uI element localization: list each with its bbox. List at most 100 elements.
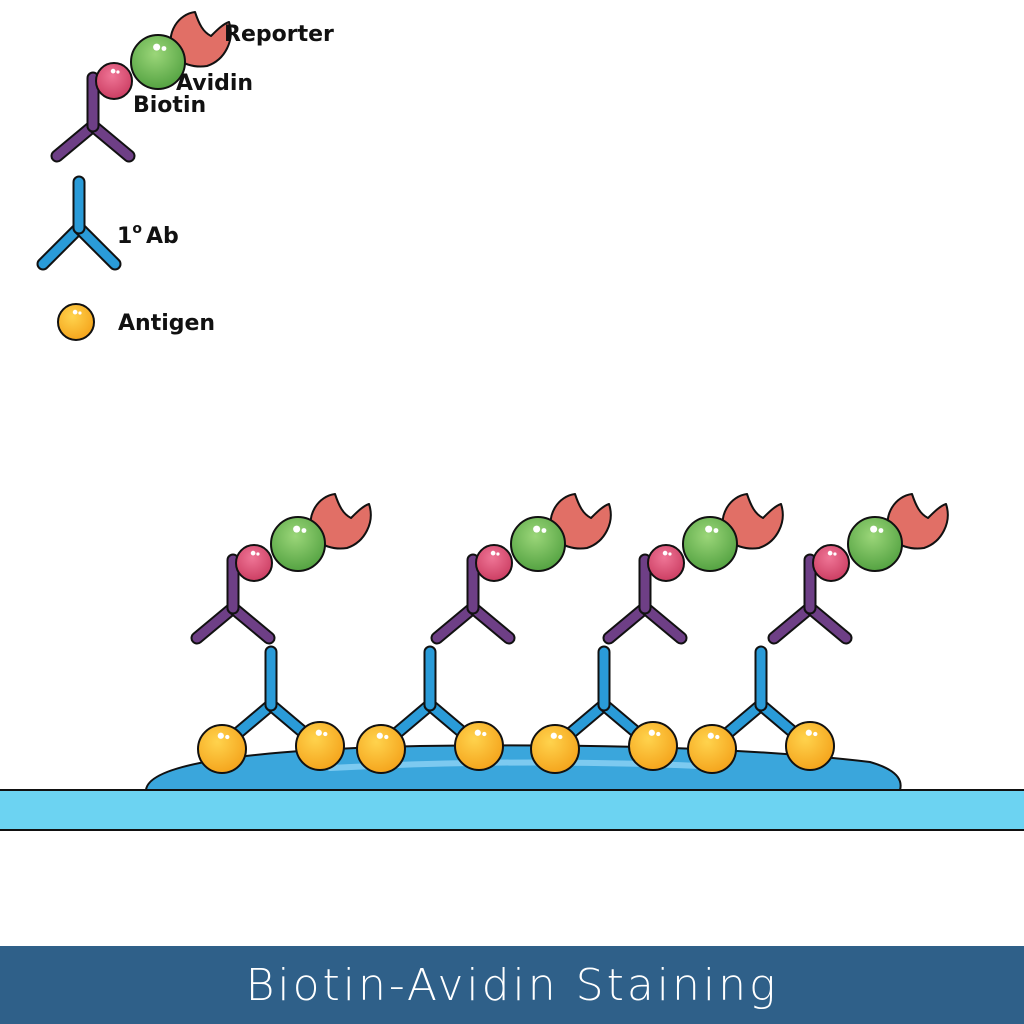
biotin-sphere-shine xyxy=(256,552,260,556)
reporter-enzyme xyxy=(169,11,232,68)
antigen-sphere-body xyxy=(295,721,345,771)
antigen-sphere-shine xyxy=(482,731,487,737)
antigen-sphere-shine xyxy=(315,729,322,736)
antigen-sphere xyxy=(785,721,835,771)
biotin-sphere xyxy=(475,544,513,582)
avidin-sphere-body xyxy=(847,516,903,572)
antigen-sphere-shine xyxy=(648,729,655,736)
avidin-sphere-shine xyxy=(301,528,307,533)
legend-primary-ab-suffix: Ab xyxy=(146,224,179,249)
antigen-sphere xyxy=(356,724,406,774)
legend-antigen-sphere-body xyxy=(57,303,95,341)
antigen-sphere-shine xyxy=(225,734,230,740)
antigen-sphere-shine xyxy=(707,732,714,739)
avidin-sphere-shine xyxy=(293,525,301,533)
biotin-sphere-shine xyxy=(490,550,496,556)
antibody-chain xyxy=(432,603,478,643)
biotin-sphere-body xyxy=(235,544,273,582)
antibody-chain xyxy=(604,603,650,643)
antigen-sphere-shine xyxy=(376,732,383,739)
biotin-sphere-shine xyxy=(116,70,120,74)
antigen-sphere-shine xyxy=(550,732,557,739)
antigen-sphere-shine xyxy=(805,729,812,736)
biotin-sphere-shine xyxy=(110,68,116,74)
antigen-sphere-shine xyxy=(813,731,818,737)
biotin-sphere xyxy=(812,544,850,582)
antibody-chain xyxy=(468,603,514,643)
legend-antigen-label: Antigen xyxy=(118,311,215,336)
staining-unit-3 xyxy=(530,493,784,774)
avidin-sphere xyxy=(130,34,186,90)
antibody-chain xyxy=(228,603,274,643)
legend-biotin-label: Biotin xyxy=(133,93,206,118)
reporter-enzyme xyxy=(886,493,949,550)
avidin-sphere-shine xyxy=(870,525,878,533)
footer-title: Biotin-Avidin Staining xyxy=(245,959,779,1011)
secondary-antibody xyxy=(430,553,516,645)
avidin-sphere xyxy=(270,516,326,572)
biotin-sphere xyxy=(95,62,133,100)
avidin-sphere-body xyxy=(270,516,326,572)
legend-primary-antibody-shape xyxy=(36,175,122,271)
antigen-sphere xyxy=(295,721,345,771)
biotin-sphere-shine xyxy=(827,550,833,556)
avidin-sphere xyxy=(847,516,903,572)
antigen-sphere-shine xyxy=(384,734,389,740)
antibody-chain xyxy=(88,121,134,161)
secondary-complex xyxy=(430,493,612,645)
antigen-sphere-shine xyxy=(323,731,328,737)
secondary-complex xyxy=(190,493,372,645)
antibody-chain xyxy=(805,603,851,643)
biotin-sphere-shine xyxy=(662,550,668,556)
biotin-sphere-shine xyxy=(250,550,256,556)
antigen-sphere xyxy=(530,724,580,774)
antigen-sphere-body xyxy=(785,721,835,771)
secondary-complex xyxy=(767,493,949,645)
biotin-sphere xyxy=(647,544,685,582)
avidin-sphere-body xyxy=(510,516,566,572)
legend-antigen-icon xyxy=(57,303,95,341)
avidin-sphere-shine xyxy=(541,528,547,533)
secondary-antibody xyxy=(50,71,136,163)
legend-antigen-sphere-shine xyxy=(72,309,78,315)
antibody-chain xyxy=(769,603,815,643)
secondary-complex xyxy=(602,493,784,645)
staining-unit-1 xyxy=(190,493,372,774)
staining-scene xyxy=(190,493,949,774)
antigen-sphere-shine xyxy=(474,729,481,736)
avidin-sphere-shine xyxy=(878,528,884,533)
avidin-sphere xyxy=(682,516,738,572)
antigen-sphere-shine xyxy=(217,732,224,739)
biotin-sphere-shine xyxy=(496,552,500,556)
biotin-sphere-body xyxy=(647,544,685,582)
antibody-chain xyxy=(74,223,120,269)
biotin-sphere-body xyxy=(95,62,133,100)
avidin-sphere-shine xyxy=(533,525,541,533)
antigen-sphere-body xyxy=(628,721,678,771)
antigen-sphere-body xyxy=(197,724,247,774)
legend-reporter-label: Reporter xyxy=(224,22,334,47)
microscope-slide xyxy=(0,744,1024,831)
antigen-sphere-body xyxy=(454,721,504,771)
staining-unit-4 xyxy=(687,493,949,774)
biotin-sphere-body xyxy=(475,544,513,582)
reporter-enzyme xyxy=(309,493,372,550)
legend-complex xyxy=(50,11,232,163)
avidin-sphere-shine xyxy=(705,525,713,533)
reporter-enzyme xyxy=(549,493,612,550)
avidin-sphere-body xyxy=(682,516,738,572)
legend-avidin-label: Avidin xyxy=(176,71,253,96)
antigen-sphere-shine xyxy=(715,734,720,740)
antibody-chain xyxy=(38,223,84,269)
staining-unit-2 xyxy=(356,493,612,774)
avidin-sphere-body xyxy=(130,34,186,90)
avidin-sphere-shine xyxy=(153,43,161,51)
legend-primary-ab-superscript: o xyxy=(132,221,142,237)
slide-surface xyxy=(0,789,1024,831)
avidin-sphere-shine xyxy=(161,46,167,51)
avidin-sphere xyxy=(510,516,566,572)
antibody-chain xyxy=(52,121,98,161)
